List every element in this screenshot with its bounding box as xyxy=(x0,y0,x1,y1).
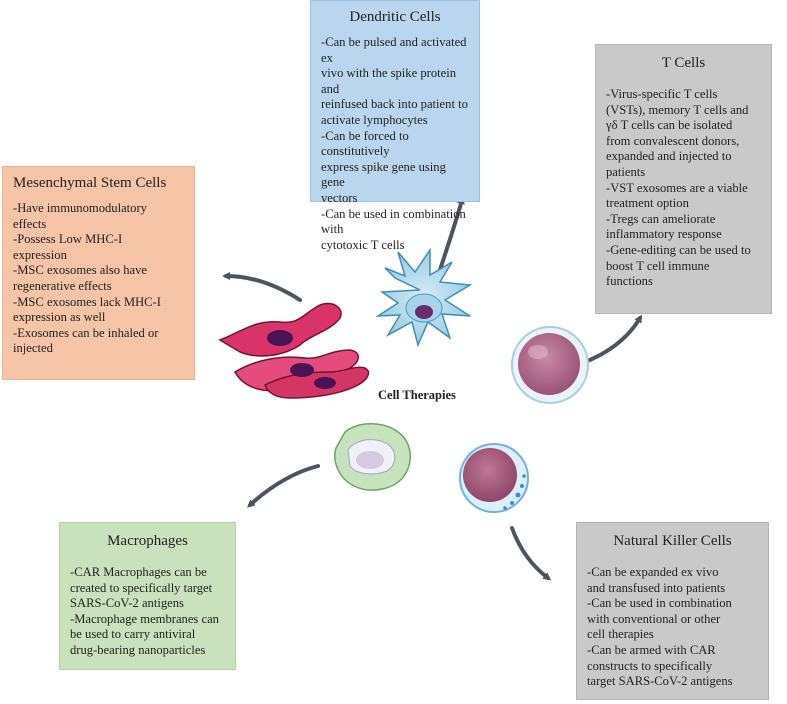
text-line: from convalescent donors, xyxy=(606,133,740,148)
mesenchymal-cells-icon xyxy=(218,302,370,399)
mesenchymal-stem-cells-box: Mesenchymal Stem Cells -Have immunomodul… xyxy=(2,166,195,380)
arrow-to-macrophages xyxy=(247,464,320,508)
mesenchymal-stem-cells-title: Mesenchymal Stem Cells xyxy=(13,175,167,191)
arrow-to-nk xyxy=(510,526,552,581)
text-line: created to specifically target xyxy=(70,580,213,595)
text-line: activate lymphocytes xyxy=(321,112,428,127)
text-line: (VSTs), memory T cells and xyxy=(606,102,749,117)
text-line: -Can be used in combination with xyxy=(321,206,466,237)
t-cells-box: T Cells -Virus-specific T cells (VSTs), … xyxy=(595,44,772,314)
arrow-to-msc xyxy=(222,272,302,302)
text-line: -Gene-editing can be used to xyxy=(606,242,751,257)
macrophages-box: Macrophages -CAR Macrophages can be crea… xyxy=(59,522,236,670)
text-line: with conventional or other xyxy=(587,611,721,626)
text-line: constructs to specifically xyxy=(587,658,713,673)
text-line: boost T cell immune xyxy=(606,258,710,273)
text-line: -Can be used in combination xyxy=(587,596,732,611)
dendritic-cells-title: Dendritic Cells xyxy=(349,9,441,25)
natural-killer-cells-box: Natural Killer Cells -Can be expanded ex… xyxy=(576,522,769,700)
text-line: functions xyxy=(606,274,653,289)
text-line: and transfused into patients xyxy=(587,580,726,595)
text-line: inflammatory response xyxy=(606,227,722,242)
text-line: SARS-CoV-2 antigens xyxy=(70,596,184,611)
natural-killer-cells-text: -Can be expanded ex vivo and transfused … xyxy=(577,561,768,694)
text-line: -VST exosomes are a viable xyxy=(606,180,748,195)
text-line: drug-bearing nanoparticles xyxy=(70,642,206,657)
text-line: -Can be pulsed and activated ex xyxy=(321,35,467,65)
text-line: expanded and injected to xyxy=(606,149,732,164)
nk-cell-icon xyxy=(459,443,529,513)
text-line: vectors xyxy=(321,190,358,205)
macrophages-title: Macrophages xyxy=(107,533,188,549)
text-line: -Can be armed with CAR xyxy=(587,642,716,657)
text-line: target SARS-CoV-2 antigens xyxy=(587,674,733,689)
macrophage-icon xyxy=(334,423,411,491)
text-line: expression xyxy=(13,247,67,262)
natural-killer-cells-title: Natural Killer Cells xyxy=(613,533,732,549)
t-cell-icon xyxy=(511,326,589,404)
text-line: cell therapies xyxy=(587,627,654,642)
text-line: -Virus-specific T cells xyxy=(606,87,718,101)
arrow-to-dendritic xyxy=(438,196,465,272)
text-line: -CAR Macrophages can be xyxy=(70,565,207,579)
text-line: effects xyxy=(13,216,47,231)
text-line: -MSC exosomes also have xyxy=(13,263,147,278)
dendritic-cell-icon xyxy=(375,247,473,348)
text-line: cytotoxic T cells xyxy=(321,237,405,252)
macrophages-text: -CAR Macrophages can be created to speci… xyxy=(60,561,235,663)
text-line: -Tregs can ameliorate xyxy=(606,211,716,226)
text-line: express spike gene using gene xyxy=(321,159,446,190)
text-line: -MSC exosomes lack MHC-I xyxy=(13,294,161,309)
dendritic-cells-text: -Can be pulsed and activated ex vivo wit… xyxy=(311,31,479,257)
dendritic-cells-box: Dendritic Cells -Can be pulsed and activ… xyxy=(310,0,480,252)
t-cells-text: -Virus-specific T cells (VSTs), memory T… xyxy=(596,83,771,294)
text-line: γδ T cells can be isolated xyxy=(606,118,733,133)
mesenchymal-stem-cells-text: -Have immunomodulatory effects -Possess … xyxy=(3,197,194,361)
text-line: vivo with the spike protein and xyxy=(321,66,457,96)
text-line: -Can be forced to constitutively xyxy=(321,128,409,159)
text-line: treatment option xyxy=(606,196,689,211)
text-line: reinfused back into patient to xyxy=(321,97,468,112)
t-cells-title: T Cells xyxy=(661,55,706,71)
text-line: be used to carry antiviral xyxy=(70,627,196,642)
text-line: -Exosomes can be inhaled or xyxy=(13,325,159,340)
text-line: -Have immunomodulatory xyxy=(13,201,147,215)
center-label: Cell Therapies xyxy=(378,388,456,402)
text-line: expression as well xyxy=(13,310,106,325)
text-line: -Possess Low MHC-I xyxy=(13,232,123,247)
text-line: regenerative effects xyxy=(13,278,112,293)
text-line: -Macrophage membranes can xyxy=(70,611,219,626)
text-line: patients xyxy=(606,164,646,179)
text-line: -Can be expanded ex vivo xyxy=(587,565,719,579)
text-line: injected xyxy=(13,341,53,356)
arrow-to-tcells xyxy=(583,314,643,364)
